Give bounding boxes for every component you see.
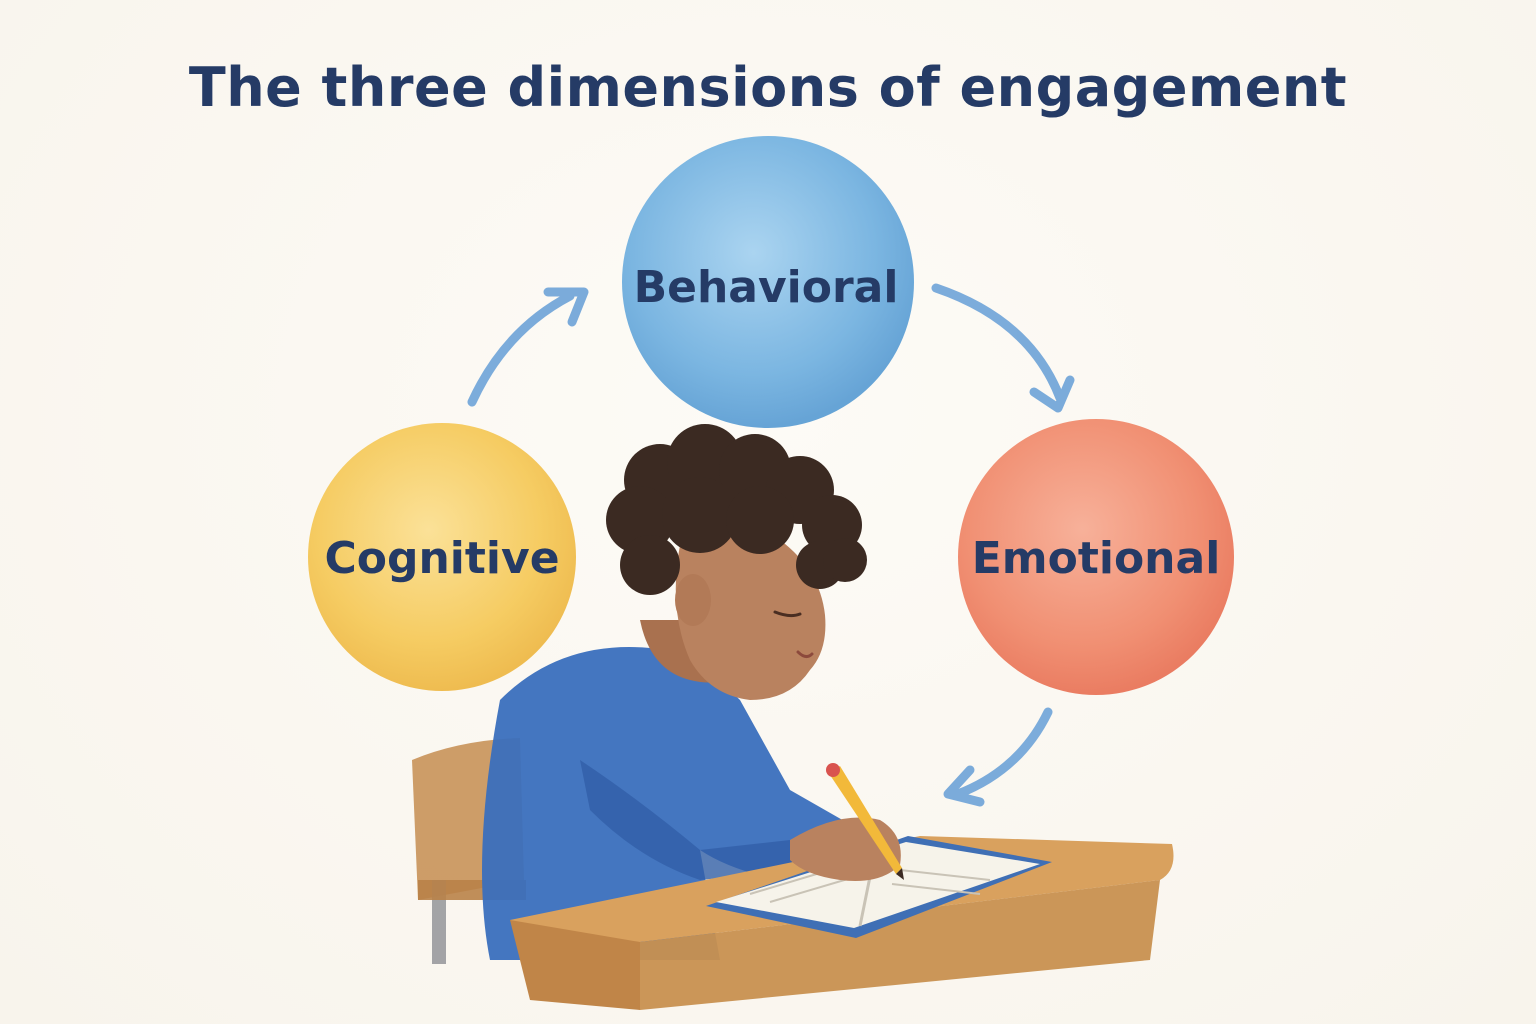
student-illustration: [412, 424, 1174, 1010]
face-icon: [640, 531, 826, 700]
arrow-emotional-to-student: [953, 707, 1053, 799]
arrow-cognitive-to-behavioral: [467, 291, 575, 407]
node-label-cognitive: Cognitive: [324, 533, 559, 584]
node-cognitive: Cognitive: [308, 423, 576, 691]
arrowhead-behavioral-to-emotional: [1029, 375, 1075, 413]
hair-icon: [606, 424, 867, 595]
diagram-title: The three dimensions of engagement: [188, 56, 1348, 119]
sweater-icon: [482, 647, 870, 960]
node-behavioral: Behavioral: [622, 136, 914, 428]
arrowhead-emotional-to-student: [943, 765, 985, 807]
node-label-emotional: Emotional: [972, 533, 1221, 584]
node-label-behavioral: Behavioral: [634, 262, 899, 313]
pencil-icon: [826, 763, 904, 880]
arrow-behavioral-to-emotional: [931, 283, 1065, 403]
arrowhead-cognitive-to-behavioral: [543, 287, 589, 327]
node-emotional: Emotional: [958, 419, 1234, 695]
notebook-icon: [706, 836, 1052, 938]
